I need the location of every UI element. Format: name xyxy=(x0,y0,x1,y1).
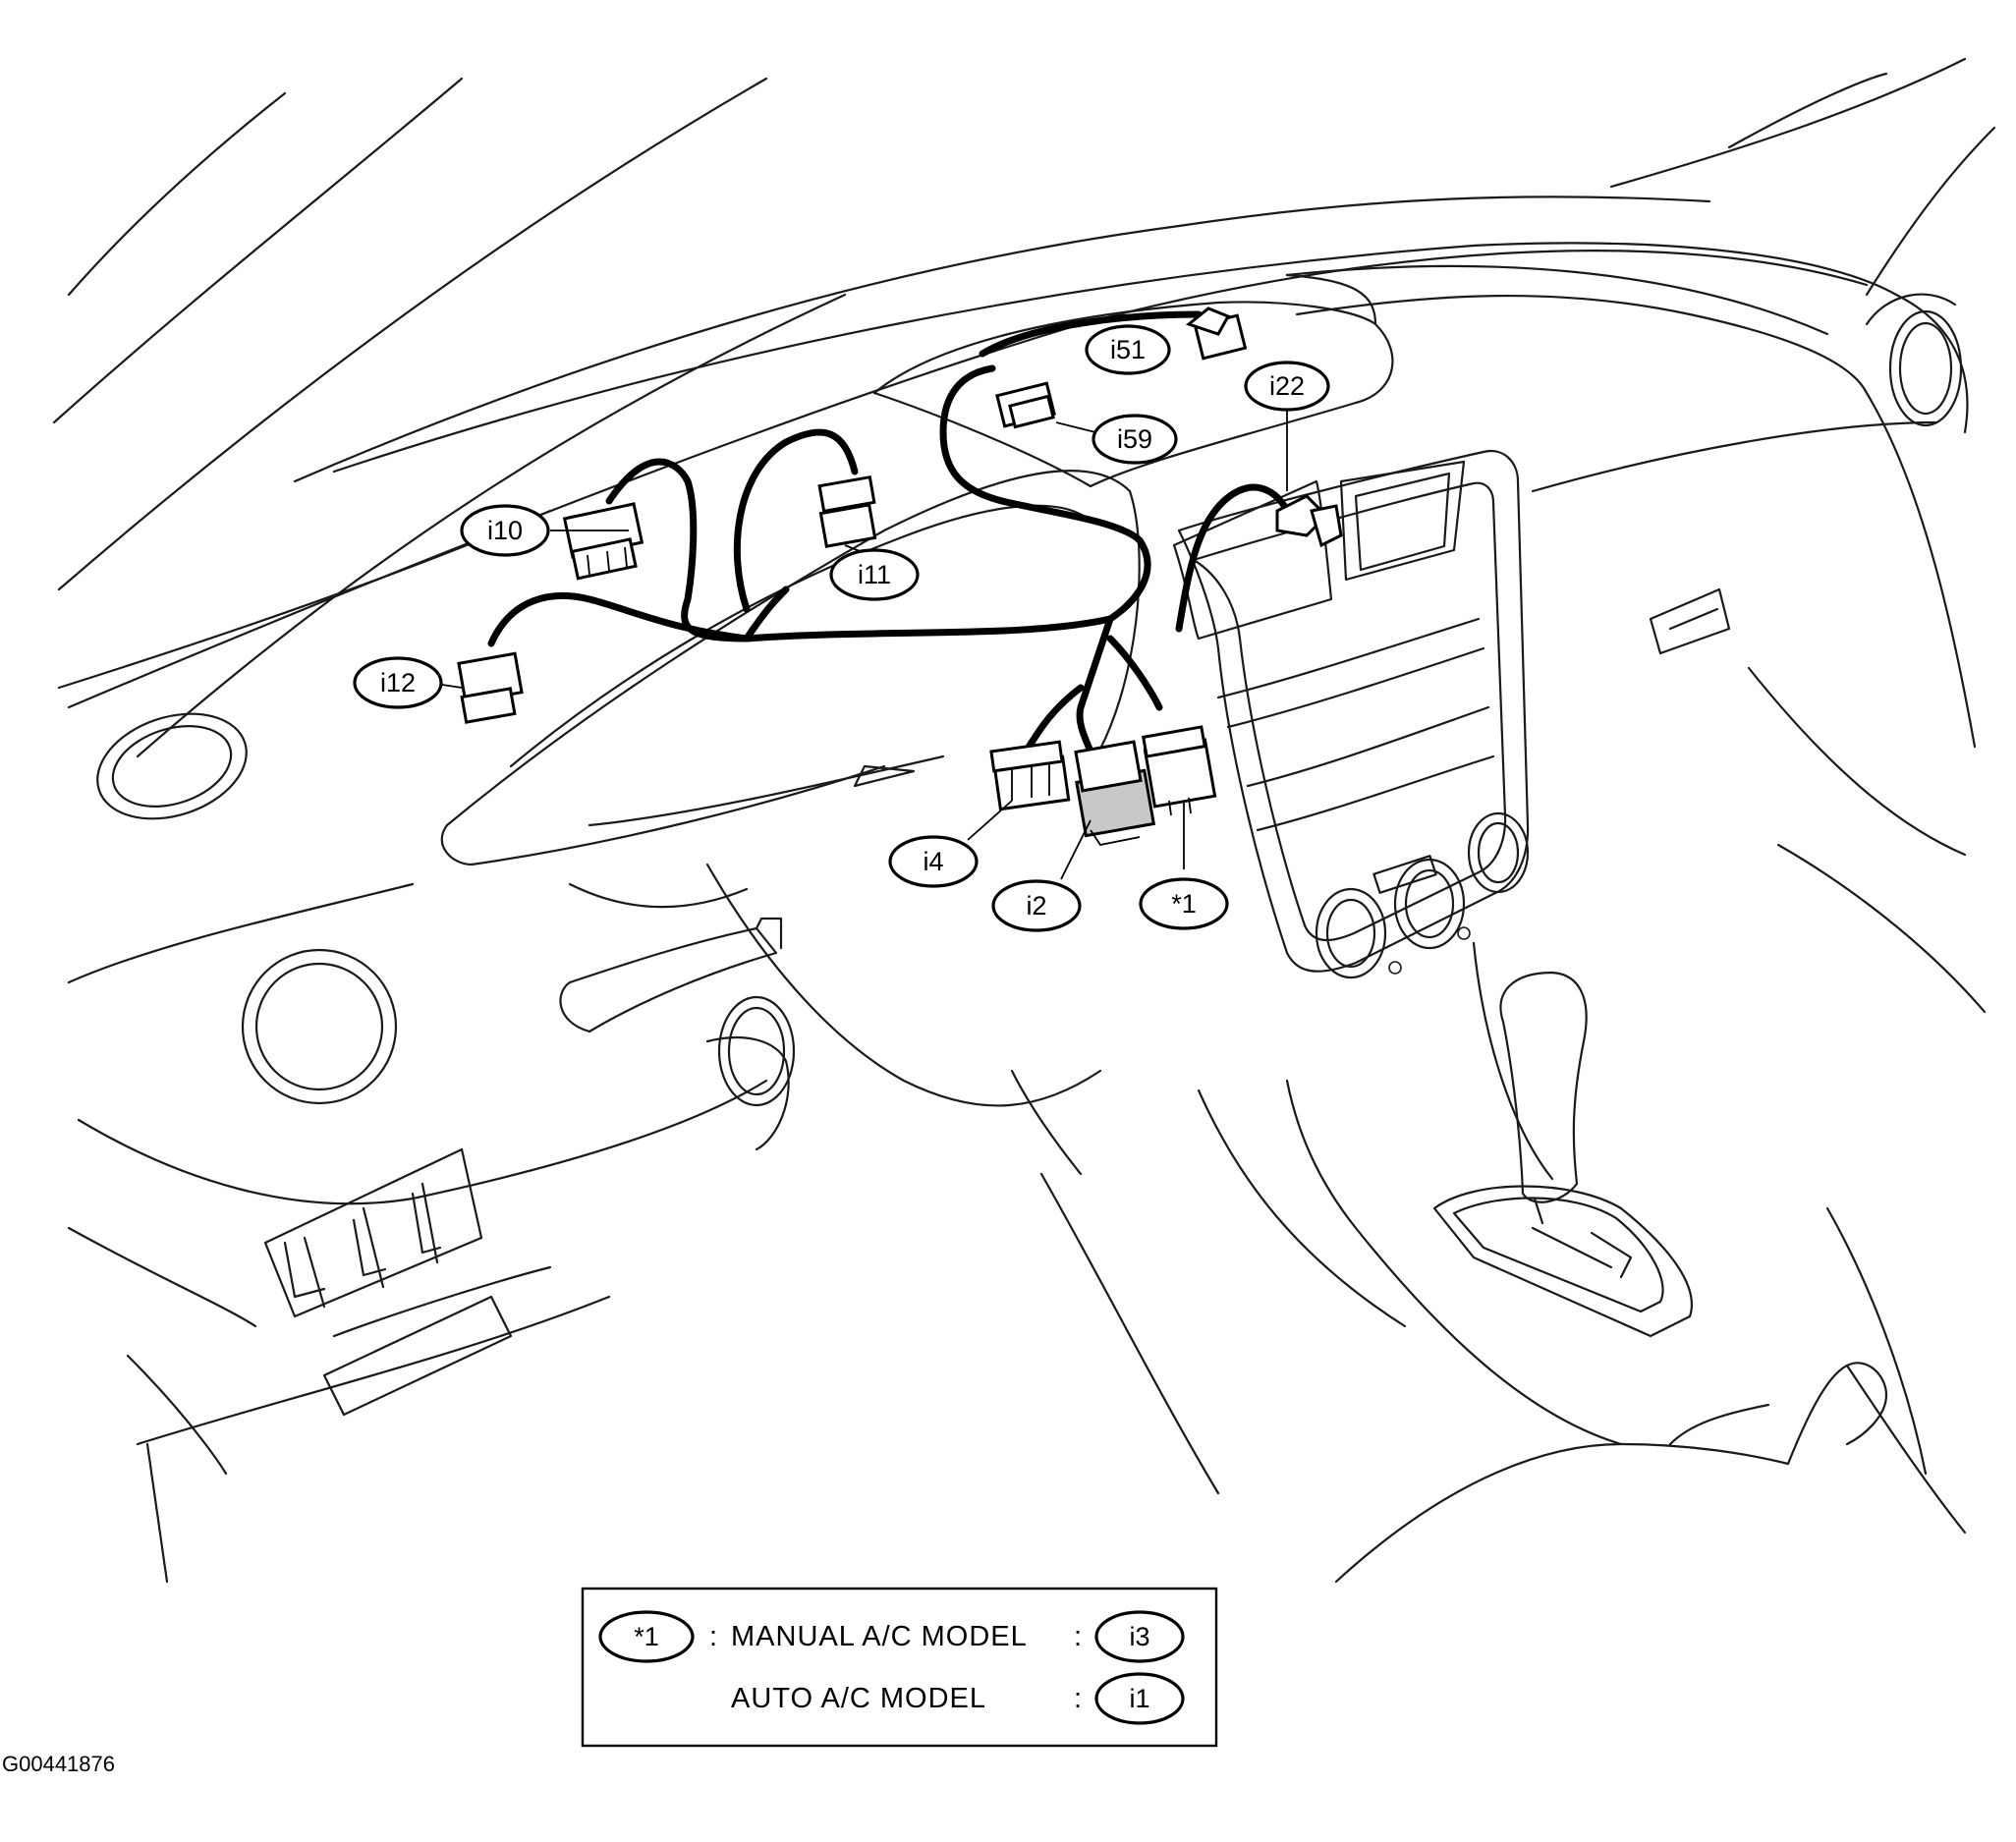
callout-label-i51: i51 xyxy=(1110,335,1146,364)
callout-i10: i10 xyxy=(460,504,550,557)
callout-i22: i22 xyxy=(1244,361,1330,412)
legend-row-manual-model: MANUAL A/C MODEL xyxy=(731,1621,1028,1652)
callout-star1: *1 xyxy=(1139,877,1229,930)
callout-label-star1: *1 xyxy=(1171,889,1197,919)
connector-i4 xyxy=(989,740,1071,811)
center-console xyxy=(1172,449,1623,1446)
legend-row-auto-model: AUTO A/C MODEL xyxy=(731,1683,986,1714)
connector-i11 xyxy=(817,474,877,548)
connector-i22 xyxy=(1275,494,1343,548)
callout-i59: i59 xyxy=(1092,414,1178,465)
callout-i4: i4 xyxy=(888,835,979,888)
callout-label-i12: i12 xyxy=(380,668,416,698)
connector-star1 xyxy=(1141,725,1217,816)
connector-i10 xyxy=(562,502,644,581)
callout-label-i59: i59 xyxy=(1117,424,1152,454)
legend-row-auto-oval xyxy=(1094,1672,1185,1725)
windshield-lines xyxy=(52,57,1996,758)
dashboard-outline xyxy=(67,242,1987,1014)
leader-lines xyxy=(441,411,1288,880)
gear-shifter xyxy=(1432,971,1693,1338)
callout-label-i2: i2 xyxy=(1026,891,1046,921)
connector-i59 xyxy=(995,381,1056,429)
legend-row-manual-separator: : xyxy=(1074,1621,1083,1652)
callout-i2: i2 xyxy=(991,879,1082,932)
legend-symbol-oval xyxy=(598,1610,695,1663)
legend-separator: : xyxy=(709,1621,718,1652)
legend-row-auto-separator: : xyxy=(1074,1683,1083,1714)
callout-label-i22: i22 xyxy=(1269,371,1305,401)
legend: *1 : MANUAL A/C MODEL : i3 AUTO A/C MODE… xyxy=(581,1587,1218,1748)
callout-label-i11: i11 xyxy=(858,560,891,589)
legend-row-manual-connector: i3 xyxy=(1129,1622,1149,1651)
callout-label-i4: i4 xyxy=(923,847,943,876)
connector-i51 xyxy=(1185,307,1248,361)
connector-i12 xyxy=(457,651,524,724)
seat-and-handbrake xyxy=(1334,1206,1967,1584)
legend-symbol: *1 xyxy=(634,1622,659,1651)
callout-i11: i11 xyxy=(829,548,920,601)
figure-id: G00441876 xyxy=(2,1752,115,1776)
connectors xyxy=(457,307,1343,847)
legend-frame xyxy=(581,1587,1218,1748)
callout-i51: i51 xyxy=(1085,324,1171,375)
legend-row-manual-oval xyxy=(1094,1610,1185,1663)
wiring-harness xyxy=(487,310,1291,780)
connector-i2 xyxy=(1074,740,1156,847)
callout-i12: i12 xyxy=(353,656,443,709)
callout-label-i10: i10 xyxy=(487,516,523,545)
legend-row-auto-connector: i1 xyxy=(1129,1684,1149,1713)
